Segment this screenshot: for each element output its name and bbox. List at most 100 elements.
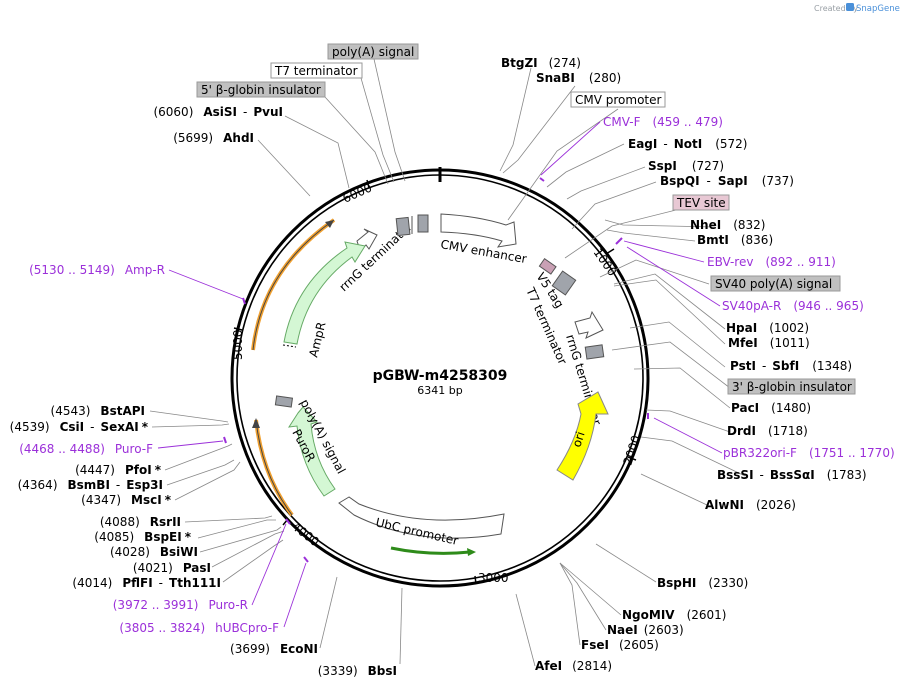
primer-ebv-rev[interactable]: EBV-rev(892 .. 911) [707,255,836,269]
enzyme-rsrii[interactable]: (4088)RsrII [100,515,181,529]
enzyme-name: EagI [628,137,657,151]
ebvrev-tick [615,237,623,245]
plasmid-name: pGBW-m4258309 [373,368,508,384]
orange-arc-top-head [325,220,334,228]
enzyme-bsiwi[interactable]: (4028)BsiWI [110,545,198,559]
tick-6000 [366,179,370,189]
puro-f-tick [223,436,227,444]
cmv-enhancer-arrow[interactable] [440,213,517,248]
enzyme-ahdi[interactable]: (5699)AhdI [173,131,254,145]
cmv-promoter-labelbox [570,91,666,108]
tick-label-5000: 5000 [231,329,245,360]
primer-puro-r[interactable]: (3972 .. 3991)Puro-R [113,598,248,612]
ampr-promoter-marker [282,344,297,348]
polya-top-label: poly(A) signal [332,45,414,59]
ori-label: ori [570,430,588,449]
t7-terminator-top-box[interactable] [395,216,411,237]
snapgene-logo-icon [846,3,854,11]
enzyme-bstapi[interactable]: (4543)BstAPI [51,404,145,418]
tick-label-1000: 1000 [591,246,620,279]
enzyme-paci[interactable]: PacI(1480) [731,401,811,415]
enzyme-pflfi[interactable]: (4014)PflFI-Tth111I [72,576,221,590]
primer-amp-r[interactable]: (5130 .. 5149)Amp-R [29,263,165,277]
enzyme-alwni[interactable]: AlwNI(2026) [705,498,796,512]
t7-top-labelbox [270,62,363,79]
orange-arc-bottom-line [255,419,293,516]
enzyme-fsei[interactable]: FseI(2605) [581,638,659,652]
ubc-green-arrow [390,546,471,555]
enzyme-naei[interactable]: NaeI(2603) [607,623,684,637]
tev-labelbox [672,194,730,211]
enzyme-name: SnaBI [536,71,575,85]
orange-arc-top-line [252,219,335,351]
enzyme-pfoi[interactable]: (4447)PfoI* [75,463,162,477]
rrng-terminator-right-arrow[interactable] [574,310,604,339]
enzyme-pasi[interactable]: (4021)PasI [133,561,211,575]
primer-hubcpro-f[interactable]: (3805 .. 3824)hUBCpro-F [119,621,279,635]
enzyme-bbsi[interactable]: (3339)BbsI [318,664,397,678]
hubc-tick [303,556,309,563]
puror-arrow[interactable] [288,406,336,497]
tev-site-box[interactable] [538,258,557,275]
ampr-primer-tick [242,297,246,305]
sv40-polya-box[interactable] [551,270,577,296]
enzyme-mfei[interactable]: MfeI(1011) [728,336,810,350]
enzyme-bmti[interactable]: BmtI(836) [697,233,773,247]
enzyme-csii[interactable]: (4539)CsiI-SexAI* [10,420,149,434]
tick-1000 [605,248,615,255]
enzyme-asisi-pvui[interactable]: (6060)AsiSI-PvuI [153,105,283,119]
primer-leader-lines [157,121,723,628]
ubc-promoter-arrow[interactable] [338,496,505,539]
cmvf-tick [539,177,545,182]
ampr-label: AmpR [306,321,328,359]
puro-r-tick [285,518,291,525]
ubc-green-arrow-head [467,548,476,556]
sv40-label: SV40 poly(A) signal [715,277,832,291]
enzyme-ngomiv[interactable]: NgoMIV(2601) [622,608,726,622]
globin5-label: 5' β-globin insulator [201,83,321,97]
enzyme-snabi[interactable]: SnaBI(280) [536,71,621,85]
orange-arc-bottom [254,419,294,517]
enzyme-eagi-noti[interactable]: EagI-NotI(572) [628,137,747,151]
enzyme-afei[interactable]: AfeI(2814) [535,659,612,673]
enzyme-pos: (274) [549,56,581,70]
polya-lower-box[interactable] [274,395,294,408]
tick-label-2000: 2000 [621,434,644,467]
enzyme-bsssi[interactable]: BssSI-BssSαI(1783) [717,468,867,482]
enzyme-psti-sbfi[interactable]: PstI-SbfI(1348) [730,359,852,373]
enzyme-hpai[interactable]: HpaI(1002) [726,321,809,335]
snapgene-brand: SnapGene [856,4,900,14]
enzyme-msci[interactable]: (4347)MscI* [81,493,172,507]
primer-cmv-f[interactable]: CMV-F(459 .. 479) [603,115,723,129]
enzyme-bsmbi[interactable]: (4364)BsmBI-Esp3I [18,478,163,492]
created-by-text: Created by [814,4,858,13]
tick-5000 [233,327,243,331]
enzyme-bspqi-sapi[interactable]: BspQI-SapI(737) [660,174,794,188]
plasmid-length: 6341 bp [417,384,462,397]
tick-label-3000: 3000 [478,571,509,585]
t7-top-label: T7 terminator [274,64,358,78]
enzyme-sspi[interactable]: SspI(727) [648,159,724,173]
orange-arc-bottom-head [252,418,260,428]
ori-arrow[interactable] [556,391,609,481]
ampr-arrow[interactable] [283,241,366,345]
enzyme-econi[interactable]: (3699)EcoNI [230,642,318,656]
enzyme-bsphi[interactable]: BspHI(2330) [657,576,748,590]
primer-sv40pa-r[interactable]: SV40pA-R(946 .. 965) [722,299,864,313]
enzyme-nhei[interactable]: NheI(832) [690,218,765,232]
sv40-labelbox [710,275,841,292]
tev-label: TEV site [676,196,726,210]
primer-pbr322ori-f[interactable]: pBR322ori-F(1751 .. 1770) [723,446,895,460]
globin3-box[interactable] [584,344,605,360]
primer-puro-f[interactable]: (4468 .. 4488)Puro-F [19,442,153,456]
polya-top-box[interactable] [417,214,429,233]
globin3-label: 3' β-globin insulator [732,380,852,394]
tick-2000 [627,456,637,461]
enzyme-btgzi[interactable]: BtgZI(274) [501,56,581,70]
globin3-labelbox [727,378,856,395]
cmv-promoter-label: CMV promoter [575,93,662,107]
tick-label-6000: 6000 [341,181,375,206]
enzyme-bspei[interactable]: (4085)BspEI* [94,530,191,544]
enzyme-drdi[interactable]: DrdI(1718) [727,424,808,438]
